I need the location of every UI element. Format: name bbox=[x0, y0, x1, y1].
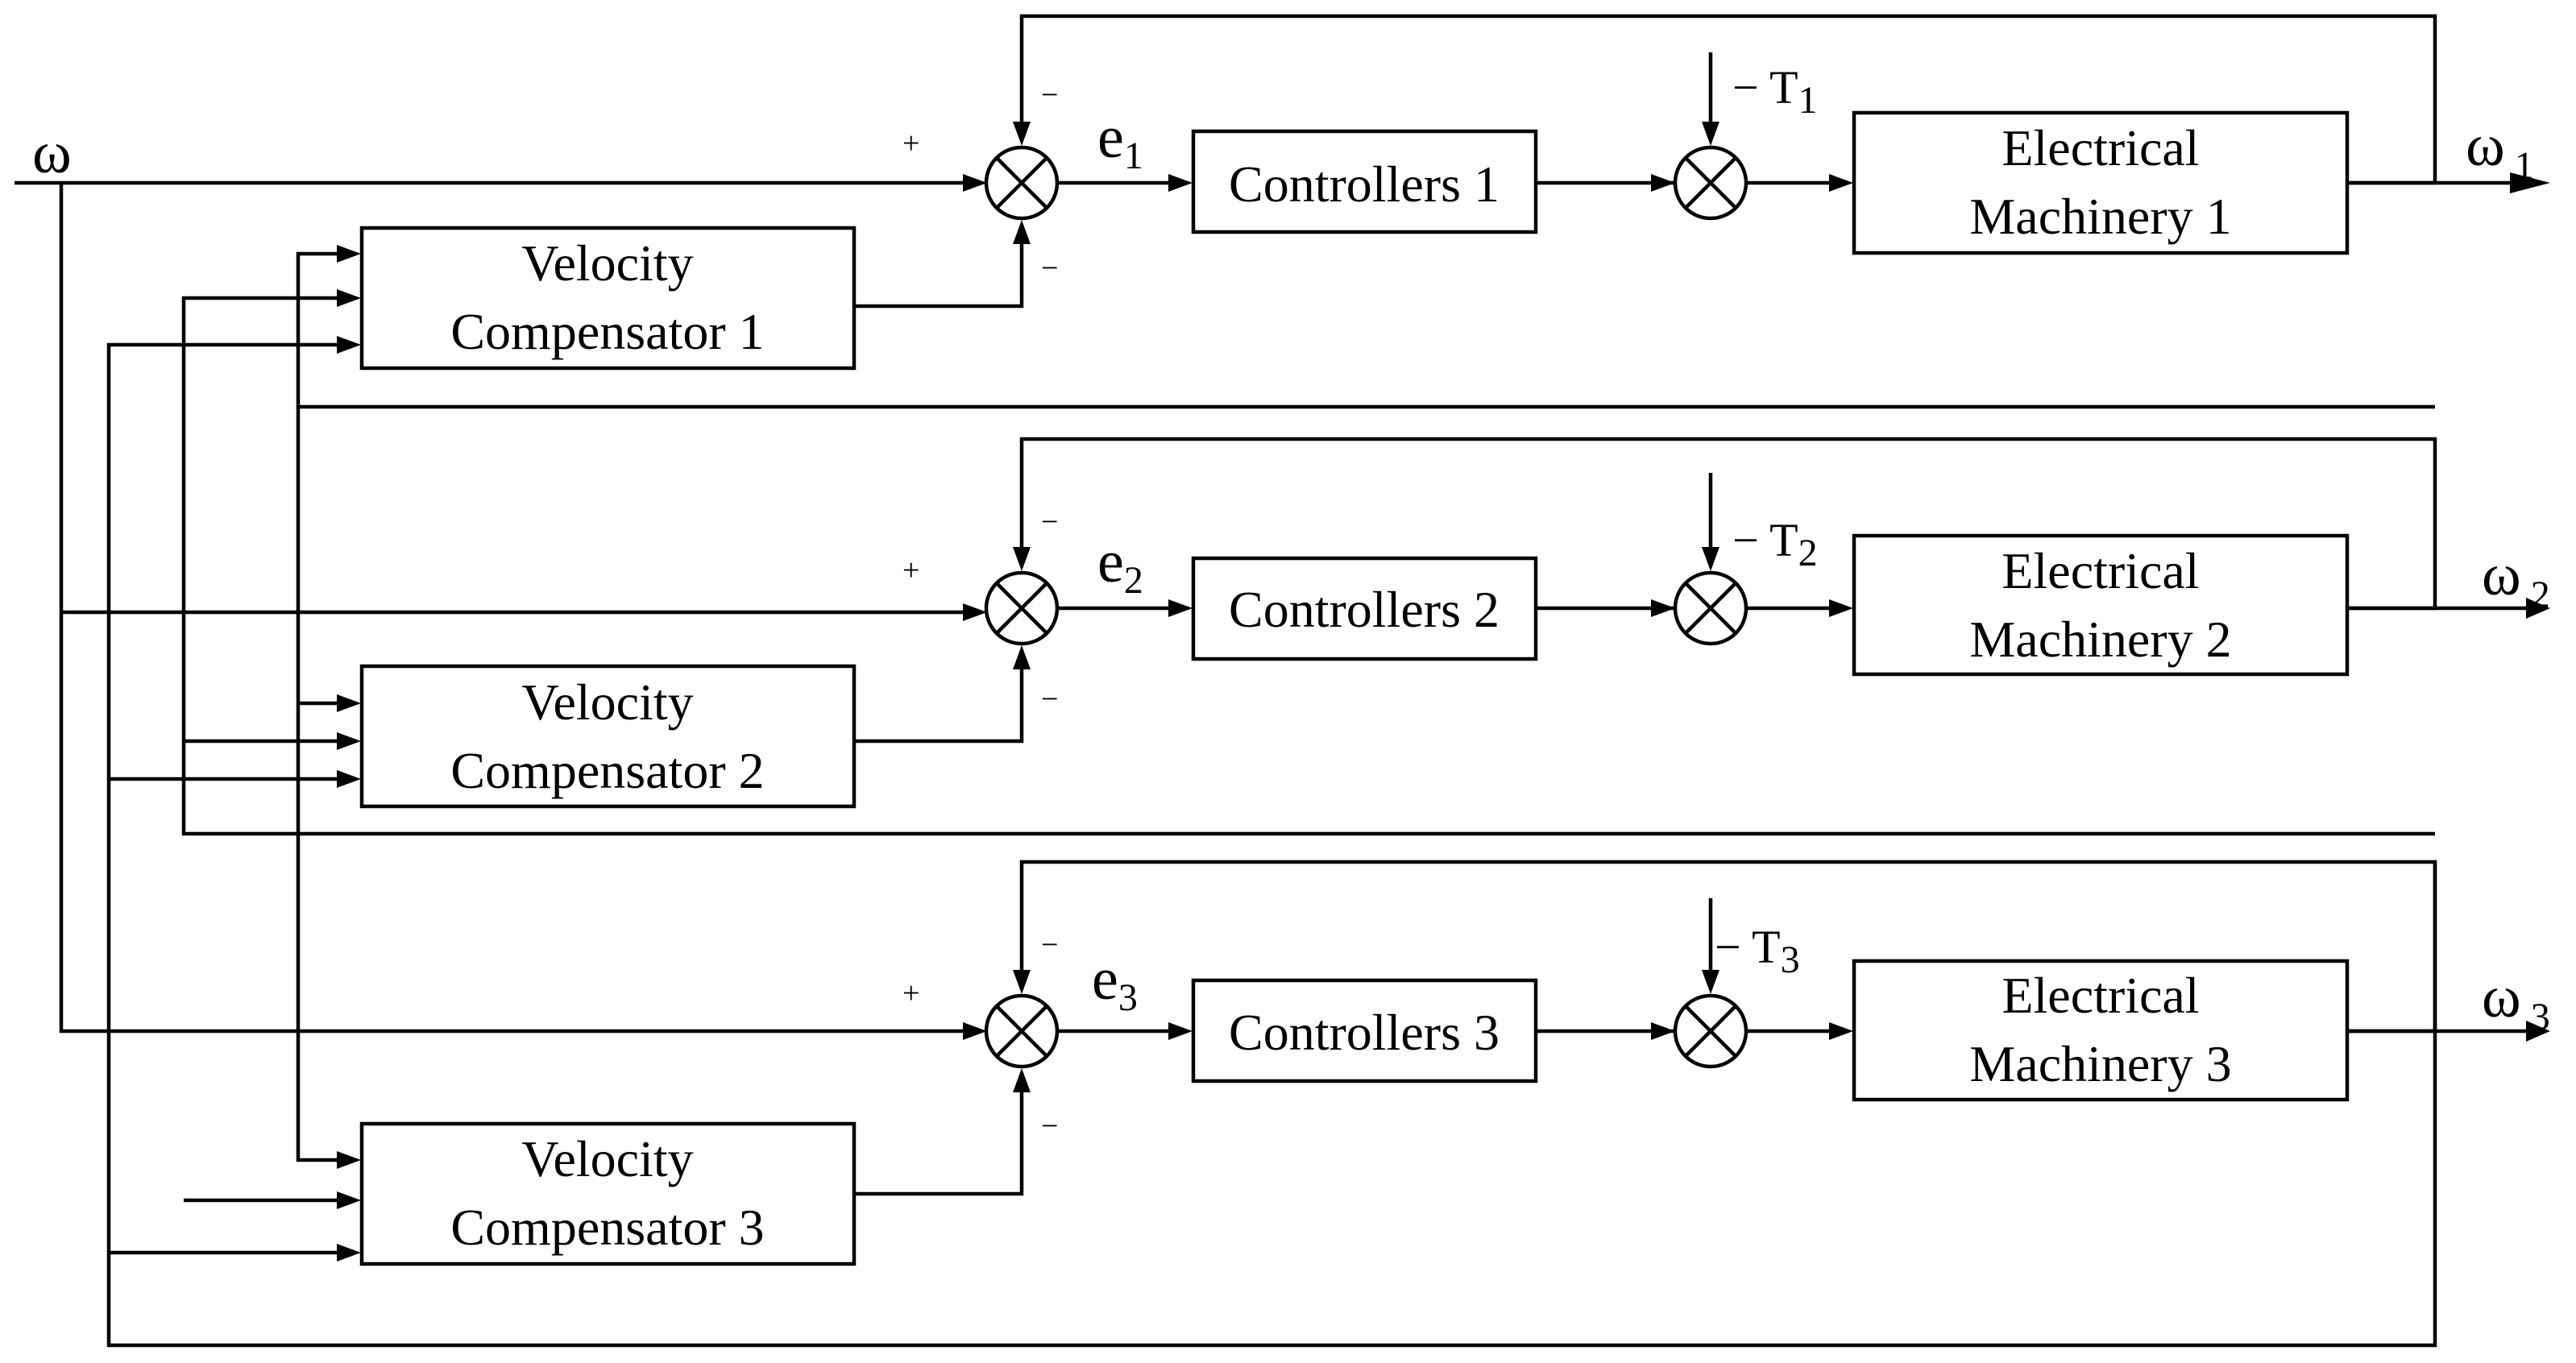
arrow-vc3-in-2 bbox=[337, 1191, 361, 1209]
controller-label-3: Controllers 3 bbox=[1229, 1004, 1500, 1061]
arrow-vc1-in-1 bbox=[337, 245, 361, 263]
arrow-into-controller-3 bbox=[1168, 1022, 1193, 1040]
machine-label-1b: Machinery 1 bbox=[1969, 188, 2231, 245]
machine-block-3 bbox=[1852, 959, 2350, 1102]
arrow-ref-to-sum-3 bbox=[963, 1022, 987, 1040]
plus-sign-1: + bbox=[902, 126, 919, 160]
omega2-bus bbox=[181, 296, 2435, 836]
arrow-output-2 bbox=[2526, 598, 2550, 619]
machine-label-3b: Machinery 3 bbox=[1969, 1035, 2231, 1092]
disturbance-junction-2 bbox=[1673, 570, 1748, 646]
arrow-disturbance-1 bbox=[1702, 122, 1719, 146]
machine-label-3a: Electrical bbox=[2001, 967, 2199, 1024]
machine-block-1 bbox=[1852, 110, 2350, 255]
compensator-label-2a: Velocity bbox=[521, 673, 693, 731]
summing-junction-1 bbox=[984, 145, 1060, 221]
machine-block-2 bbox=[1852, 533, 2350, 677]
arrow-feedback-1 bbox=[1013, 122, 1031, 146]
disturbance-junction-3 bbox=[1673, 993, 1748, 1069]
arrow-into-machine-1 bbox=[1829, 174, 1853, 192]
arrow-vc2-in-2 bbox=[337, 732, 361, 750]
blocks: Controllers 1 Controllers 2 Controllers … bbox=[359, 110, 2350, 1266]
machine-label-2b: Machinery 2 bbox=[1969, 611, 2231, 668]
summing-junction-2 bbox=[984, 570, 1060, 646]
minus-sign-comp-1: − bbox=[1041, 251, 1058, 285]
input-omega-label: ω bbox=[32, 120, 72, 186]
arrow-into-machine-3 bbox=[1829, 1022, 1853, 1040]
summing-junction-3 bbox=[984, 993, 1060, 1069]
arrow-vc2-in-1 bbox=[337, 694, 361, 712]
arrow-output-1 bbox=[2510, 172, 2550, 193]
minus-sign-feedback-1: − bbox=[1041, 78, 1058, 112]
arrow-into-controller-1 bbox=[1168, 174, 1193, 192]
error-label-3: e3 bbox=[1092, 947, 1138, 1019]
arrow-vc3-in-1 bbox=[337, 1151, 361, 1169]
summing-junctions bbox=[984, 145, 1748, 1069]
disturbance-label-2: − T2 bbox=[1732, 514, 1818, 574]
plus-sign-2: + bbox=[902, 553, 919, 587]
compensator-label-3b: Compensator 3 bbox=[450, 1199, 764, 1256]
disturbance-label-1: − T1 bbox=[1732, 61, 1818, 122]
machine-label-2a: Electrical bbox=[2001, 542, 2199, 599]
compensator-block-1 bbox=[359, 226, 857, 371]
controller-label-2: Controllers 2 bbox=[1229, 581, 1500, 638]
minus-sign-comp-3: − bbox=[1041, 1109, 1058, 1143]
disturbance-junction-1 bbox=[1673, 145, 1748, 221]
arrow-vc1-in-2 bbox=[337, 289, 361, 307]
arrow-ref-to-sum-1 bbox=[963, 174, 987, 192]
compensator-label-1a: Velocity bbox=[521, 234, 693, 292]
signal-wires bbox=[15, 14, 2530, 1348]
error-label-1: e1 bbox=[1097, 105, 1143, 177]
arrow-vc3-in-3 bbox=[337, 1244, 361, 1262]
plus-sign-3: + bbox=[902, 976, 919, 1010]
omega1-bus bbox=[296, 404, 2435, 1162]
controller-block-1 bbox=[1191, 129, 1538, 234]
compensator-1-to-sum bbox=[854, 239, 1024, 309]
arrow-comp-to-sum-2 bbox=[1013, 645, 1031, 669]
arrow-into-machine-2 bbox=[1829, 599, 1853, 617]
compensator-block-2 bbox=[359, 664, 857, 809]
arrow-comp-to-sum-3 bbox=[1013, 1068, 1031, 1092]
controller-block-2 bbox=[1191, 556, 1538, 661]
arrow-feedback-2 bbox=[1013, 547, 1031, 571]
compensator-label-1b: Compensator 1 bbox=[450, 303, 764, 360]
arrow-into-dist-sum-3 bbox=[1651, 1022, 1675, 1040]
arrow-vc2-in-3 bbox=[337, 770, 361, 788]
arrow-into-dist-sum-1 bbox=[1651, 174, 1675, 192]
arrow-output-3 bbox=[2526, 1021, 2550, 1042]
arrow-vc1-in-3 bbox=[337, 336, 361, 354]
compensator-2-to-sum bbox=[854, 665, 1024, 744]
arrowheads bbox=[337, 122, 2550, 1262]
machine-label-1a: Electrical bbox=[2001, 119, 2199, 176]
error-label-2: e2 bbox=[1097, 529, 1143, 602]
controller-block-3 bbox=[1191, 978, 1538, 1083]
arrow-into-controller-2 bbox=[1168, 599, 1193, 617]
compensator-block-3 bbox=[359, 1121, 857, 1266]
compensator-3-to-sum bbox=[854, 1088, 1024, 1196]
minus-sign-feedback-3: − bbox=[1041, 928, 1058, 962]
disturbance-label-3: − T3 bbox=[1715, 921, 1800, 981]
omega1-tap-vc1 bbox=[296, 251, 355, 407]
arrow-into-dist-sum-2 bbox=[1651, 599, 1675, 617]
omega3-bus bbox=[106, 342, 2437, 1348]
arrow-ref-to-sum-2 bbox=[963, 603, 987, 621]
minus-sign-comp-2: − bbox=[1041, 682, 1058, 716]
arrow-disturbance-2 bbox=[1702, 547, 1719, 571]
arrow-disturbance-3 bbox=[1702, 970, 1719, 994]
arrow-comp-to-sum-1 bbox=[1013, 220, 1031, 244]
signal-labels: ω + − − + − − + − − e1 e2 e3 − T1 − T2 −… bbox=[32, 61, 2550, 1143]
controller-label-1: Controllers 1 bbox=[1229, 155, 1500, 213]
compensator-label-2b: Compensator 2 bbox=[450, 742, 764, 799]
arrow-feedback-3 bbox=[1013, 970, 1031, 994]
compensator-label-3a: Velocity bbox=[521, 1130, 693, 1187]
minus-sign-feedback-2: − bbox=[1041, 505, 1058, 539]
reference-trunk bbox=[59, 183, 964, 1034]
